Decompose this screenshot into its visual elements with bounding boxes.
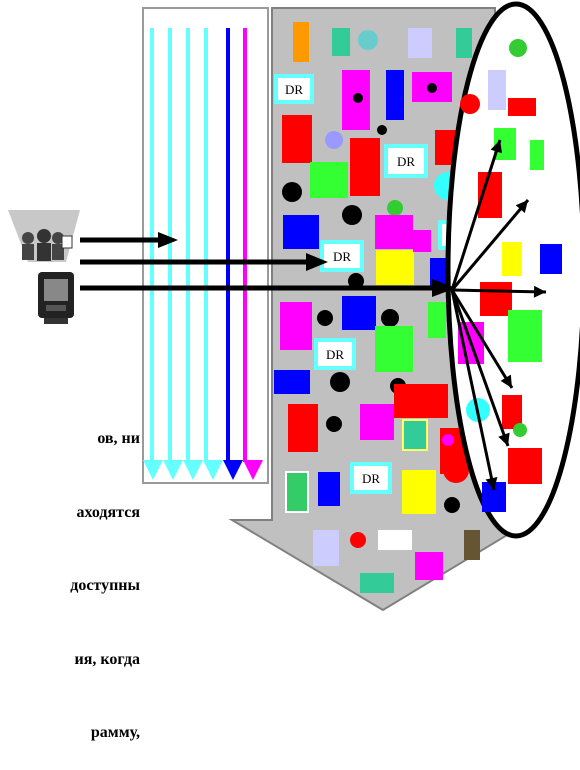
- dr-label-text: DR: [326, 347, 344, 362]
- fan-arrow: [450, 139, 503, 291]
- fan-arrow: [451, 285, 547, 298]
- dr-label-text: DR: [333, 249, 351, 264]
- dr-label-box: DR: [274, 74, 314, 104]
- group-of-people-icon: [8, 210, 80, 262]
- input-arrows: [80, 232, 456, 297]
- dr-label-text: DR: [397, 154, 415, 169]
- dr-label-text: DR: [362, 471, 380, 486]
- computer-terminal-icon: [38, 272, 74, 324]
- dr-label-box: DR: [350, 462, 392, 494]
- fan-out-arrows: [450, 139, 547, 491]
- fan-arrow: [450, 289, 510, 447]
- data-flow-diagram: DRDRDRDRDRDRDRDR: [8, 1, 580, 612]
- filter-lines: [150, 28, 247, 462]
- caption-line: рамму,: [90, 724, 140, 741]
- fan-arrow: [450, 199, 530, 291]
- dr-label-text: DR: [285, 82, 303, 97]
- fan-arrow: [450, 289, 514, 389]
- fan-arrow: [450, 289, 498, 491]
- dr-label-box: DR: [320, 240, 364, 272]
- caption-line: ов, ни: [97, 430, 140, 447]
- caption-line: доступны: [70, 577, 140, 594]
- filter-triangles: [143, 460, 263, 480]
- caption-text: ов, ни аходятся доступны ия, когда рамму…: [0, 378, 140, 770]
- selection-ellipse: [445, 1, 580, 539]
- dr-label-box: DR: [314, 338, 356, 370]
- caption-line: ия, когда: [74, 650, 140, 668]
- caption-line: аходятся: [76, 503, 141, 521]
- dr-label-box: DR: [384, 144, 428, 178]
